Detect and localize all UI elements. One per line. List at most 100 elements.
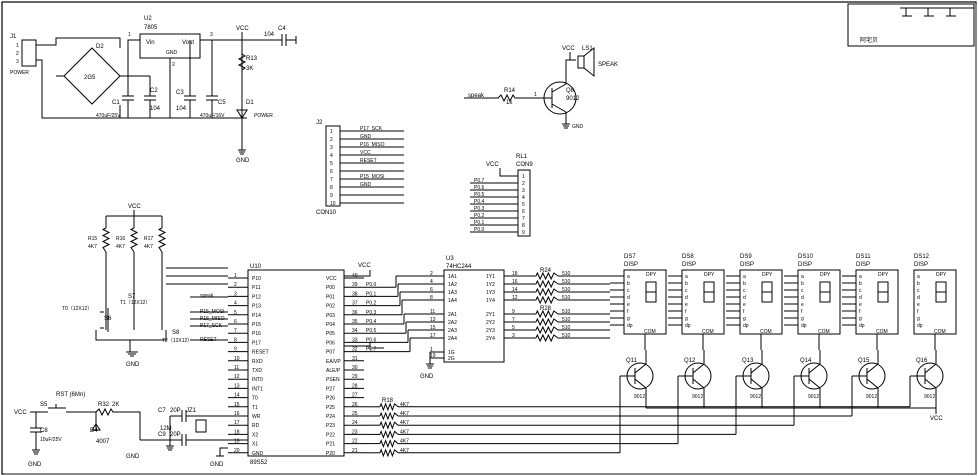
mcu-pin-name-15: T1	[252, 405, 258, 411]
rl1-pin-8: 8	[522, 223, 525, 229]
u3-part: 74HC244	[446, 264, 472, 270]
mcu-gnd: GND	[210, 462, 224, 468]
display-ref-ds10: DS10	[798, 254, 814, 260]
display-com-2: COM	[760, 329, 772, 335]
transistor-collector	[750, 363, 763, 374]
display-seg-e-5: e	[917, 302, 920, 308]
display-name-ds8: DISP	[682, 262, 696, 268]
display-seg-a-3: a	[801, 274, 804, 280]
display-com-1: COM	[702, 329, 714, 335]
rl1-net-4: P0.5	[474, 192, 485, 198]
seven-seg-glyph-4	[877, 281, 889, 303]
j2-pin-2: 2	[330, 137, 333, 143]
q8-part: 9012	[566, 96, 580, 102]
u3-pin-num-8: 8	[430, 295, 433, 301]
t0-label: T0（12X12）	[62, 306, 92, 312]
u3-pin-num-7: 7	[512, 317, 515, 323]
display-seg-e-4: e	[859, 302, 862, 308]
c1-value: 470uF/25V	[96, 113, 121, 119]
u10-ref: U10	[250, 264, 262, 270]
bridge-rectifier	[63, 47, 121, 105]
rl1-net-8: P0.1	[474, 220, 485, 226]
mcu-pin-num-29: 29	[352, 374, 358, 380]
d1-ref: D1	[246, 100, 254, 106]
title-box: 阿宅贝	[847, 3, 975, 47]
segment-resistor-3	[535, 295, 559, 305]
d4-diode	[91, 412, 101, 431]
segment-resistor-0	[535, 271, 559, 281]
u3-pin-name-7: 2Y2	[486, 320, 495, 326]
digit-resistor-1	[379, 411, 399, 421]
mcu-pin-num-2: 2	[234, 282, 237, 288]
mcu-pin-num-20: 20	[234, 448, 240, 454]
rl1-net-6: P0.3	[474, 206, 485, 212]
display-seg-c-1: c	[685, 288, 688, 294]
transistor-part-q15: 9012	[866, 394, 877, 400]
segment-res-value-4: 510	[562, 309, 571, 315]
display-seg-c-3: c	[801, 288, 804, 294]
digit-resistor-3	[379, 429, 399, 439]
mcu-pin-name-7: P16	[252, 331, 261, 337]
transistor-collector	[808, 363, 821, 374]
mcu-pin-num-3: 3	[234, 291, 237, 297]
r14-value: 1k	[506, 100, 513, 106]
display-name-ds12: DISP	[914, 262, 928, 268]
display-dpy-4: DPY	[878, 272, 889, 278]
u3-pin-num-12: 12	[512, 295, 518, 301]
display-seg-f-4: f	[859, 309, 861, 315]
u3-pin-num-3: 3	[512, 333, 515, 339]
transistor-part-q11: 9012	[634, 394, 645, 400]
u3-pin-num-18: 18	[512, 271, 518, 277]
digit-resistor-0	[379, 402, 399, 412]
u2-part: 7805	[144, 25, 158, 31]
mcu-port-net-7: P0.7	[366, 347, 377, 353]
u3-pin-num-15: 15	[430, 325, 436, 331]
mcu-pin-name-5: P14	[252, 313, 261, 319]
display-seg-f-0: f	[627, 309, 629, 315]
transistor-ref-q11: Q11	[626, 358, 638, 364]
mcu-pin-num-25: 25	[352, 411, 358, 417]
mcu-pin-name-21: P20	[326, 451, 335, 457]
mcu-pin-name-19: X1	[252, 442, 258, 448]
display-seg-c-4: c	[859, 288, 862, 294]
mcu-pin-num-12: 12	[234, 374, 240, 380]
display-seg-a-2: a	[743, 274, 746, 280]
display-dpy-0: DPY	[646, 272, 657, 278]
digit-res-value-2: 4K7	[400, 420, 409, 426]
r32-value: 2K	[112, 402, 119, 408]
d1-label: POWER	[254, 113, 273, 119]
p0-bus	[364, 275, 424, 353]
mcu-pin-name-29: PSEN	[326, 377, 340, 383]
power-section: J1 POWER 1 2 3 D2 2G5 U2 7805 Vin Vout G…	[10, 16, 297, 164]
segment-resistor-7	[535, 333, 559, 343]
mcu-pin-num-38: 38	[352, 291, 358, 297]
key-res-ref-r16: R16	[116, 236, 125, 242]
j1-pin3: 3	[16, 59, 19, 65]
mcu-pin-num-9: 9	[234, 347, 237, 353]
transistor-emitter	[924, 378, 937, 389]
u2-gnd: GND	[166, 50, 178, 56]
u3-pin-num-16: 16	[512, 279, 518, 285]
jz1-crystal	[195, 419, 207, 433]
display-dpy-5: DPY	[936, 272, 947, 278]
t2-label: T2（12X12）	[162, 338, 192, 344]
display-seg-f-3: f	[801, 309, 803, 315]
c5-cap	[206, 40, 218, 118]
seven-seg-glyph-0	[645, 281, 657, 303]
jz1-value: 12M	[160, 426, 172, 432]
u3-pin-name-17: 2A4	[448, 336, 457, 342]
display-dpy-2: DPY	[762, 272, 773, 278]
j2-net-2: GND	[360, 134, 372, 140]
q8-pin1: 1	[534, 92, 537, 98]
bottom-vcc: VCC	[930, 416, 943, 422]
u2-pin2: 2	[172, 62, 175, 68]
j2-pin-5: 5	[330, 161, 333, 167]
digit-resistor-5	[379, 448, 399, 458]
gnd-power: GND	[236, 158, 250, 164]
mcu-pin-num-31: 31	[352, 356, 358, 362]
display-seg-dp-5: dp	[917, 323, 923, 329]
transistor-ref-q14: Q14	[800, 358, 812, 364]
c3-value: 104	[176, 106, 187, 112]
u3-pin-name-4: 1A2	[448, 282, 457, 288]
